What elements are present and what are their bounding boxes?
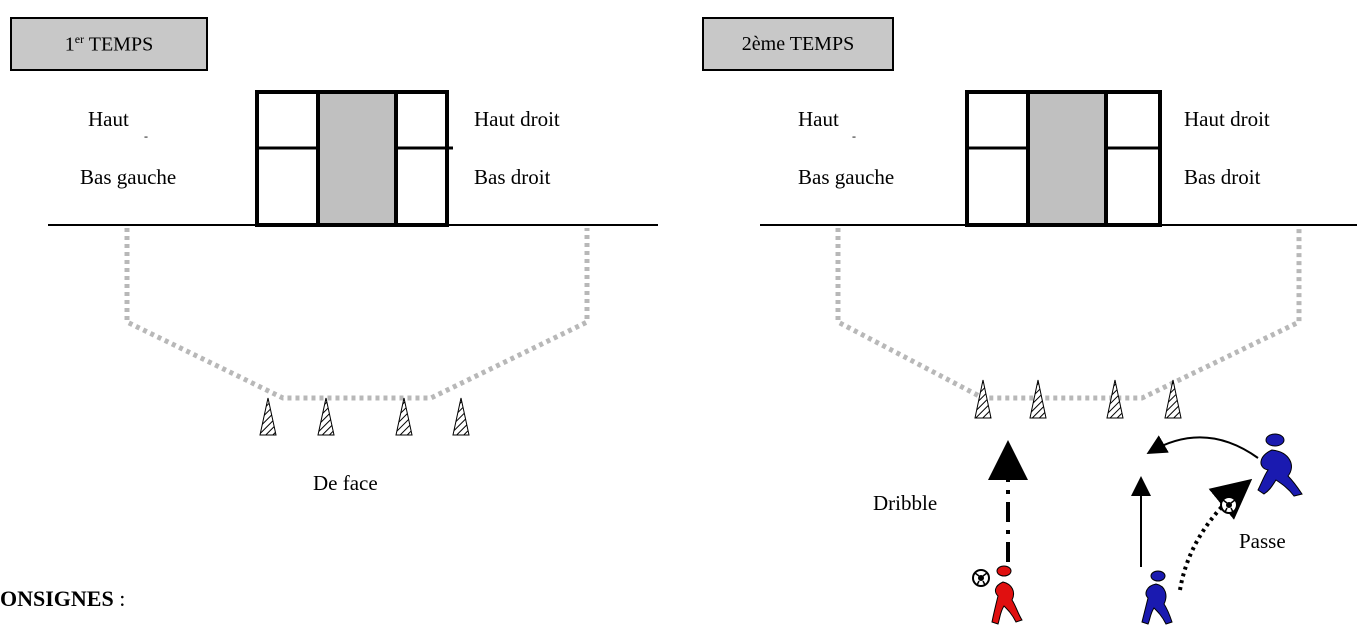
label-haut-mark-2: -: [852, 129, 856, 143]
caption-de-face: De face: [313, 471, 378, 495]
red-player-icon: [991, 565, 1023, 625]
temps-1-title: 1er TEMPS: [64, 31, 154, 56]
cone-icon: [1164, 379, 1182, 419]
cone-icon: [317, 397, 335, 436]
temps-1-title-box: 1er TEMPS: [10, 17, 208, 71]
label-haut-mark-1: -: [144, 129, 148, 143]
cones-2: [974, 379, 1182, 419]
return-arrow: [1146, 435, 1259, 459]
label-dribble: Dribble: [873, 491, 937, 515]
ball-icon: [972, 569, 990, 587]
dotted-zone-1: [124, 228, 590, 401]
cone-icon: [974, 379, 992, 419]
temps-2-title-box: 2ème TEMPS: [702, 17, 894, 71]
cone-icon: [1029, 379, 1047, 419]
blue-player-icon: [1141, 570, 1173, 625]
label-haut-droit-1: Haut droit: [474, 107, 560, 131]
label-bas-gauche-1: Bas gauche: [80, 165, 176, 189]
cone-icon: [1106, 379, 1124, 419]
label-bas-droit-1: Bas droit: [474, 165, 551, 189]
blue-passer-icon: [1257, 433, 1303, 497]
cones-1: [259, 397, 470, 436]
temps-2-title: 2ème TEMPS: [741, 32, 855, 55]
dotted-zone-2: [835, 228, 1302, 401]
label-haut-2: Haut: [798, 107, 839, 131]
label-bas-droit-2: Bas droit: [1184, 165, 1261, 189]
cone-icon: [452, 397, 470, 436]
goal-2: [965, 90, 1162, 227]
panel-1: Haut - Haut droit Bas gauche Bas droit D…: [48, 90, 658, 495]
label-passe: Passe: [1239, 529, 1286, 553]
cone-icon: [259, 397, 277, 436]
panel-2: Haut - Haut droit Bas gauche Bas droit D…: [760, 90, 1357, 625]
goal-1: [255, 90, 453, 227]
ball-icon: [1220, 496, 1238, 514]
label-bas-gauche-2: Bas gauche: [798, 165, 894, 189]
label-haut-1: Haut: [88, 107, 129, 131]
goal-1-center: [316, 90, 398, 227]
label-haut-droit-2: Haut droit: [1184, 107, 1270, 131]
cone-icon: [395, 397, 413, 436]
consignes-heading: ONSIGNES :: [0, 586, 126, 611]
goal-2-center: [1026, 90, 1108, 227]
